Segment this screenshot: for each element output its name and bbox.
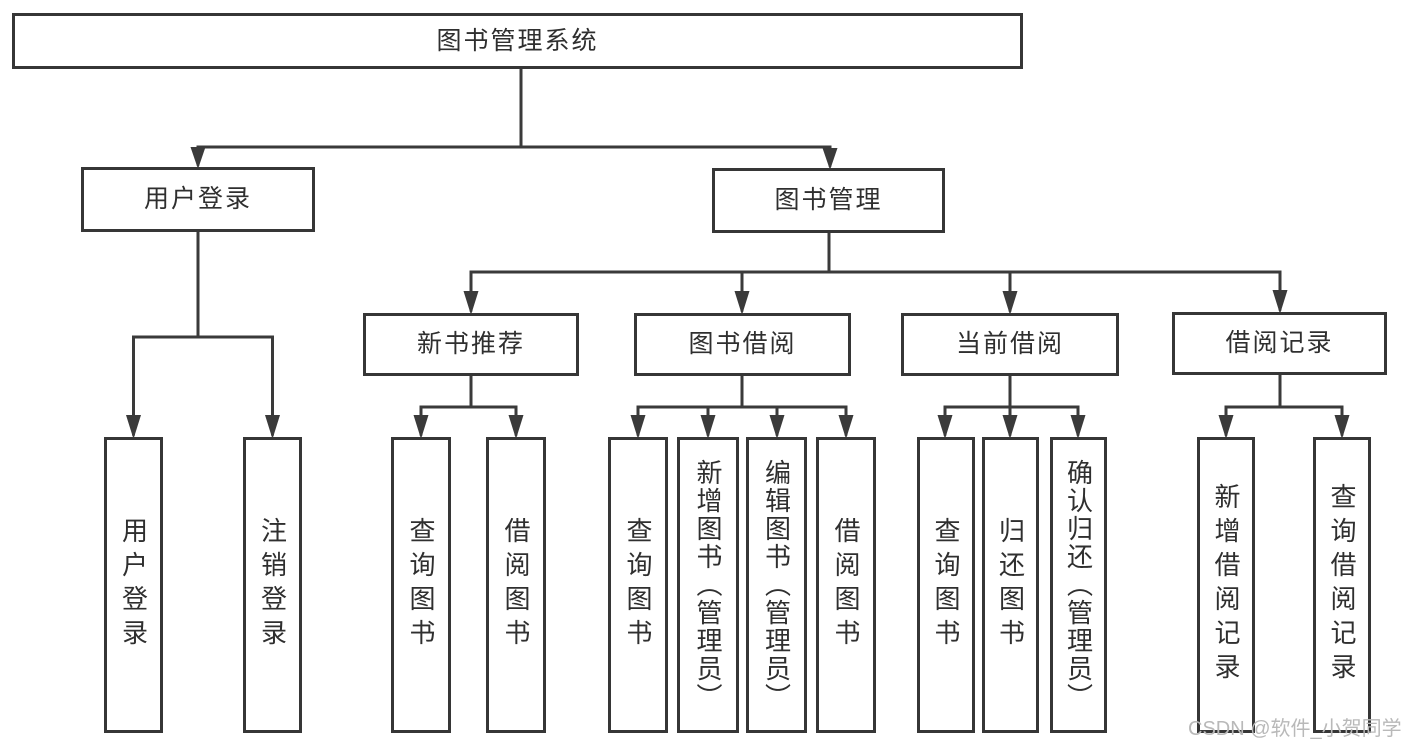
node-label: 新增借阅记录 (1211, 483, 1241, 687)
node-new-book-recommendation: 新书推荐 (363, 313, 579, 376)
node-leaf-query-books-1: 查询图书 (391, 437, 451, 733)
node-label: 注销登录 (257, 517, 288, 653)
node-book-management: 图书管理 (712, 168, 945, 233)
node-leaf-borrow-books-1: 借阅图书 (486, 437, 546, 733)
node-leaf-return-books: 归还图书 (982, 437, 1039, 733)
node-label: 借阅图书 (501, 517, 531, 653)
node-book-borrowing: 图书借阅 (634, 313, 851, 376)
node-label: 新书推荐 (416, 330, 525, 358)
node-user-login: 用户登录 (81, 167, 315, 232)
node-leaf-borrow-books-2: 借阅图书 (816, 437, 876, 733)
node-leaf-query-books-2: 查询图书 (608, 437, 668, 733)
node-label: 编辑图书（管理员） (761, 459, 792, 711)
connector-user-login-branch (126, 230, 280, 439)
node-label: 查询图书 (931, 517, 961, 653)
node-label: 用户登录 (143, 185, 252, 213)
connector-borrow-records-branch (1218, 373, 1350, 439)
node-label: 查询图书 (406, 517, 436, 653)
node-label: 确认归还（管理员） (1063, 459, 1094, 711)
node-label: 查询图书 (623, 517, 653, 653)
node-label: 借阅图书 (831, 517, 861, 653)
connector-book-mgmt-branch (463, 231, 1288, 315)
connector-current-borrow-branch (937, 374, 1086, 439)
node-leaf-confirm-return-admin: 确认归还（管理员） (1050, 437, 1107, 733)
node-leaf-add-books-admin: 新增图书（管理员） (677, 437, 739, 733)
node-label: 当前借阅 (955, 330, 1064, 358)
connector-new-book-branch (413, 374, 524, 439)
node-library-system: 图书管理系统 (12, 13, 1023, 69)
node-label: 图书借阅 (688, 330, 797, 358)
node-leaf-query-borrow-record: 查询借阅记录 (1313, 437, 1371, 733)
node-leaf-add-borrow-record: 新增借阅记录 (1197, 437, 1255, 733)
node-label: 归还图书 (995, 517, 1026, 653)
connector-book-borrow-branch (630, 374, 854, 439)
node-label: 查询借阅记录 (1327, 483, 1357, 687)
node-label: 用户登录 (118, 517, 149, 653)
node-leaf-query-books-3: 查询图书 (917, 437, 975, 733)
node-label: 借阅记录 (1225, 329, 1334, 357)
node-borrowing-records: 借阅记录 (1172, 312, 1387, 375)
node-current-borrowing: 当前借阅 (901, 313, 1119, 376)
node-label: 图书管理 (774, 186, 883, 214)
node-leaf-user-login: 用户登录 (104, 437, 163, 733)
node-label: 图书管理系统 (436, 26, 599, 55)
connector-root-to-level2 (190, 67, 838, 170)
node-label: 新增图书（管理员） (693, 459, 723, 711)
node-leaf-edit-books-admin: 编辑图书（管理员） (746, 437, 807, 733)
node-leaf-logout: 注销登录 (243, 437, 302, 733)
